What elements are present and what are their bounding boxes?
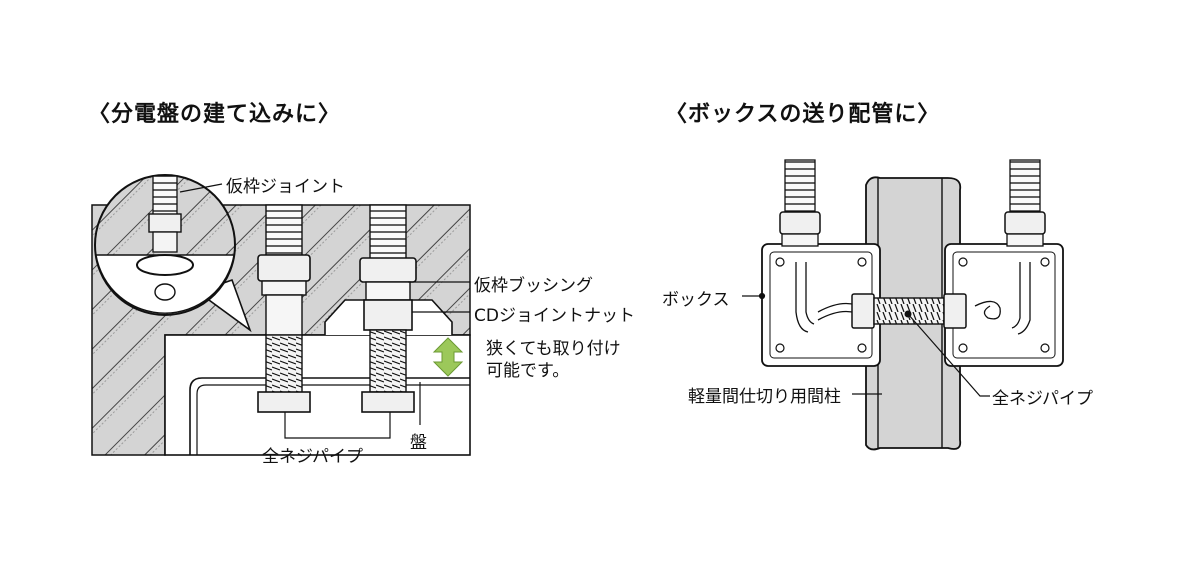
label-stud: 軽量間仕切り用間柱: [688, 387, 841, 407]
box-right: [944, 159, 1064, 367]
label-temporary-bushing: 仮枠ブッシング: [474, 276, 593, 296]
label-narrow-ok-2: 可能です。: [486, 361, 570, 381]
label-full-thread-pipe-left: 全ネジパイプ: [262, 447, 363, 467]
label-cd-joint-nut: CDジョイントナット: [474, 306, 635, 326]
left-leader-lines: [179, 183, 470, 439]
left-panel-title: 〈分電盤の建て込みに〉: [88, 102, 342, 127]
pipe-assembly-2: [324, 204, 453, 413]
right-leader-lines: [742, 292, 990, 397]
label-panel: 盤: [410, 433, 427, 453]
right-panel-title: 〈ボックスの送り配管に〉: [665, 102, 941, 127]
label-box: ボックス: [662, 290, 730, 310]
label-narrow-ok-1: 狭くても取り付け: [486, 339, 621, 359]
label-temporary-joint: 仮枠ジョイント: [226, 177, 345, 197]
box-left: [761, 159, 881, 367]
label-full-thread-pipe-right: 全ネジパイプ: [992, 389, 1093, 409]
distribution-panel: [164, 334, 471, 456]
full-thread-pipe-right: [851, 293, 967, 329]
detail-magnifier: [94, 174, 252, 333]
gap-arrow: [432, 337, 464, 377]
pipe-assembly-1: [257, 204, 311, 413]
